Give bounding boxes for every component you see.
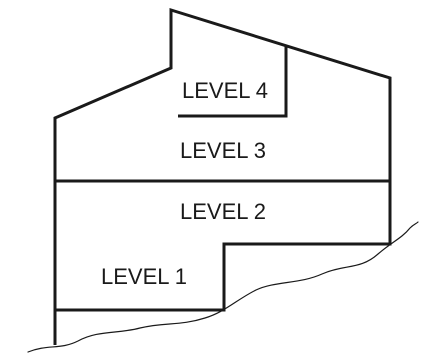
level-2-label: LEVEL 2 — [180, 199, 266, 224]
level-1-label: LEVEL 1 — [101, 264, 187, 289]
building-outline — [53, 7, 392, 345]
level-4-box — [178, 46, 288, 118]
terrain-line — [27, 221, 419, 353]
level-3-label: LEVEL 3 — [180, 138, 266, 163]
level-4-label: LEVEL 4 — [182, 78, 268, 103]
